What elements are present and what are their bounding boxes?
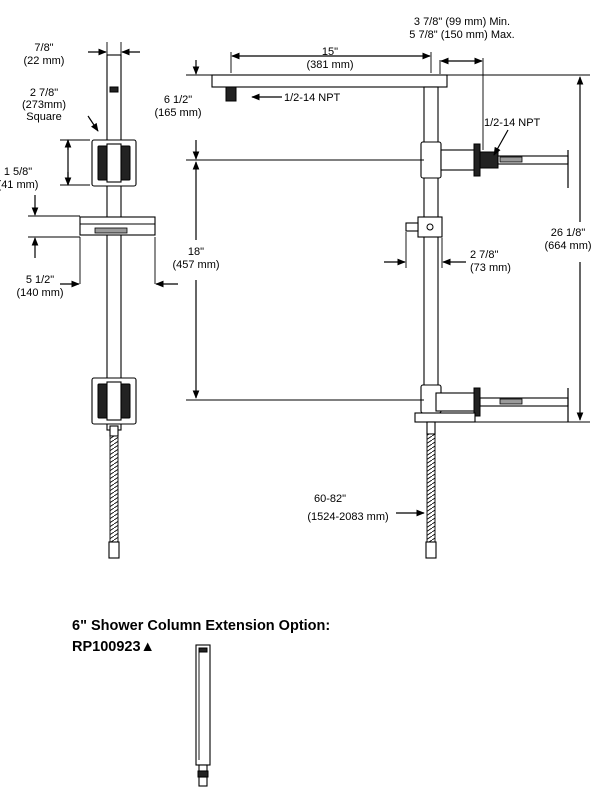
dim-arm-length-2: (381 mm)	[306, 59, 353, 71]
dim-offset-2: 5 7/8" (150 mm) Max.	[409, 29, 514, 41]
dim-hose-2: (1524-2083 mm)	[307, 511, 388, 523]
extension-title: 6" Shower Column Extension Option:	[72, 618, 330, 634]
bottom-wall-mount	[435, 392, 477, 412]
dim-spacing-2: (457 mm)	[172, 259, 219, 271]
dim-slider-height-2: (41 mm)	[0, 179, 38, 191]
side-view: 15" (381 mm) 3 7/8" (99 mm) Min. 5 7/8" …	[154, 16, 592, 559]
dim-bracket-1: 2 7/8"	[30, 87, 58, 99]
dim-arm-drop-2: (165 mm)	[154, 107, 201, 119]
dim-top-width-1: 7/8"	[34, 42, 53, 54]
dim-wall-npt: 1/2-14 NPT	[484, 117, 541, 129]
front-column-cap	[109, 86, 119, 93]
extension-part-number: RP100923▲	[72, 639, 155, 655]
side-hose	[426, 433, 436, 543]
front-hose	[109, 435, 119, 543]
dim-spacing-1: 18"	[188, 246, 204, 258]
dim-total-height-1: 26 1/8"	[551, 227, 586, 239]
dim-arm-drop-1: 6 1/2"	[164, 94, 192, 106]
top-wall-mount	[440, 149, 480, 171]
side-column	[423, 86, 439, 421]
dim-arm-npt: 1/2-14 NPT	[284, 92, 341, 104]
dim-total-height-2: (664 mm)	[544, 240, 591, 252]
dim-bracket-3: Square	[26, 111, 61, 123]
dim-hose-1: 60-82"	[314, 493, 346, 505]
dim-bracket-2: (273mm)	[22, 99, 66, 111]
extension-column	[195, 644, 211, 766]
dim-offset-1: 3 7/8" (99 mm) Min.	[414, 16, 510, 28]
bottom-wall-pipe	[479, 397, 569, 407]
shower-arm	[211, 74, 448, 88]
dim-top-width-2: (22 mm)	[24, 55, 65, 67]
shower-head-outlet	[225, 86, 237, 102]
dim-holder-depth-2: (73 mm)	[470, 262, 511, 274]
dim-slider-depth-1: 5 1/2"	[26, 274, 54, 286]
extension-option: 6" Shower Column Extension Option: RP100…	[72, 618, 330, 787]
dim-slider-height-1: 1 5/8"	[4, 166, 32, 178]
front-view: 7/8" (22 mm) 2 7/8" (273mm) Square 1 5/8…	[0, 42, 178, 559]
dim-holder-depth-1: 2 7/8"	[470, 249, 498, 261]
dim-slider-depth-2: (140 mm)	[16, 287, 63, 299]
front-column	[106, 54, 122, 431]
dim-arm-length-1: 15"	[322, 46, 338, 58]
